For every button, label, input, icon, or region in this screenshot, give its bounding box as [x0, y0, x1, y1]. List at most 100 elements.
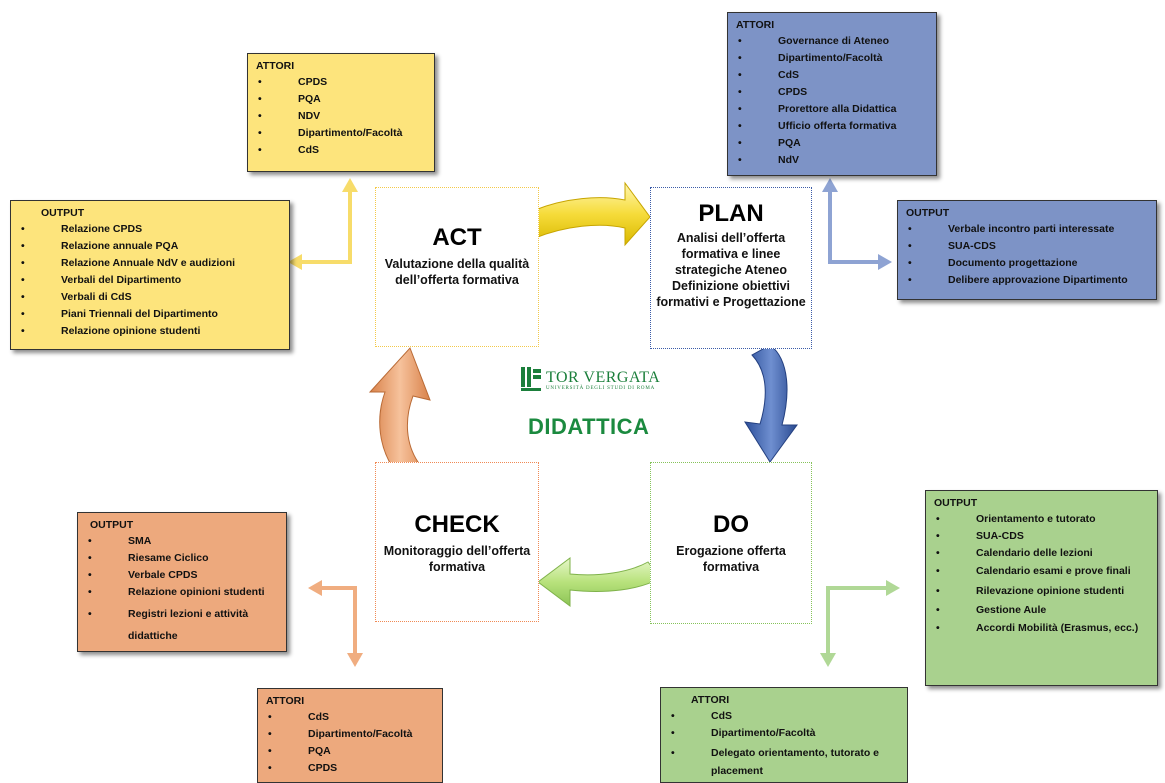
do-attori-box: ATTORI CdS Dipartimento/Facoltà Delegato… — [660, 687, 908, 783]
act-title: ACT — [432, 224, 482, 251]
plan-to-do-arrow — [744, 344, 798, 463]
do-connector-arrowhead-down — [820, 653, 836, 667]
plan-output-list: Verbale incontro parti interessate SUA-C… — [906, 223, 1148, 286]
list-item: Delibere approvazione Dipartimento — [906, 274, 1148, 286]
list-item: CPDS — [266, 762, 434, 774]
list-item: Dipartimento/Facoltà — [256, 127, 426, 139]
tor-vergata-logo-icon — [521, 367, 541, 391]
check-description: Monitoraggio dell’offerta formativa — [383, 544, 531, 574]
list-item: Relazione CPDS — [19, 223, 281, 235]
plan-description: Analisi dell’offerta formativa e linee s… — [656, 231, 806, 309]
list-item: Accordi Mobilità (Erasmus, ecc.) — [934, 621, 1149, 636]
list-item: SUA-CDS — [934, 530, 1149, 542]
act-attori-header: ATTORI — [256, 60, 295, 72]
check-connector-arrowhead-down — [347, 653, 363, 667]
logo-subtitle: UNIVERSITÀ DEGLI STUDI DI ROMA — [546, 386, 655, 391]
act-output-header: OUTPUT — [41, 207, 85, 219]
do-to-check-arrow — [537, 557, 661, 607]
list-item: Relazione Annuale NdV e audizioni — [19, 257, 281, 269]
plan-attori-list: Governance di Ateneo Dipartimento/Facolt… — [736, 35, 928, 166]
list-item: Gestione Aule — [934, 604, 1149, 616]
list-item: PQA — [266, 745, 434, 757]
plan-title: PLAN — [698, 200, 764, 227]
list-item: Relazione annuale PQA — [19, 240, 281, 252]
do-attori-header: ATTORI — [691, 694, 730, 706]
list-item: NDV — [256, 110, 426, 122]
list-item: Dipartimento/Facoltà — [669, 727, 899, 739]
check-title: CHECK — [414, 511, 500, 538]
list-item: Orientamento e tutorato — [934, 513, 1149, 525]
do-output-header: OUTPUT — [934, 497, 978, 509]
act-phase-box: ACT Valutazione della qualità dell’offer… — [375, 187, 539, 347]
act-connector — [300, 190, 352, 264]
plan-output-box: OUTPUT Verbale incontro parti interessat… — [897, 200, 1157, 300]
list-item: Riesame Ciclico — [86, 552, 278, 564]
plan-connector — [828, 190, 880, 264]
list-item: Verbale CPDS — [86, 569, 278, 581]
plan-connector-arrowhead-right — [878, 254, 892, 270]
act-connector-arrowhead-up — [342, 178, 358, 192]
list-item: Delegato orientamento, tutorato e placem… — [669, 744, 899, 780]
check-phase-box: CHECK Monitoraggio dell’offerta formativ… — [375, 462, 539, 622]
plan-output-header: OUTPUT — [906, 207, 950, 219]
do-connector — [826, 586, 888, 655]
act-output-list: Relazione CPDS Relazione annuale PQA Rel… — [19, 223, 281, 337]
list-item: Documento progettazione — [906, 257, 1148, 269]
list-item: PQA — [736, 137, 928, 149]
act-connector-arrowhead-left — [288, 254, 302, 270]
logo-name: TOR VERGATA — [546, 369, 661, 386]
list-item: Registri lezioni e attività didattiche — [86, 603, 278, 647]
act-description: Valutazione della qualità dell’offerta f… — [384, 257, 530, 287]
list-item: CdS — [266, 711, 434, 723]
act-attori-box: ATTORI CPDS PQA NDV Dipartimento/Facoltà… — [247, 53, 435, 172]
act-attori-list: CPDS PQA NDV Dipartimento/Facoltà CdS — [256, 76, 426, 156]
list-item: Prorettore alla Didattica — [736, 103, 928, 115]
check-output-list: SMA Riesame Ciclico Verbale CPDS Relazio… — [86, 535, 278, 647]
list-item: CPDS — [256, 76, 426, 88]
list-item: Relazione opinioni studenti — [86, 586, 278, 598]
do-title: DO — [713, 511, 749, 538]
plan-attori-header: ATTORI — [736, 19, 775, 31]
check-connector-arrowhead-left — [308, 580, 322, 596]
list-item: NdV — [736, 154, 928, 166]
list-item: CdS — [669, 710, 899, 722]
check-to-act-arrow — [368, 347, 431, 469]
didattica-label: DIDATTICA — [528, 414, 650, 439]
list-item: Dipartimento/Facoltà — [266, 728, 434, 740]
list-item: Verbali di CdS — [19, 291, 281, 303]
list-item: Piani Triennali del Dipartimento — [19, 308, 281, 320]
check-output-box: OUTPUT SMA Riesame Ciclico Verbale CPDS … — [77, 512, 287, 652]
list-item: CPDS — [736, 86, 928, 98]
check-output-header: OUTPUT — [90, 519, 134, 531]
do-description: Erogazione offerta formativa — [676, 544, 786, 574]
plan-connector-arrowhead-up — [822, 178, 838, 192]
list-item: PQA — [256, 93, 426, 105]
check-connector — [320, 586, 357, 655]
list-item: Dipartimento/Facoltà — [736, 52, 928, 64]
plan-phase-box: PLAN Analisi dell’offerta formativa e li… — [650, 187, 812, 349]
do-connector-arrowhead-right — [886, 580, 900, 596]
do-phase-box: DO Erogazione offerta formativa — [650, 462, 812, 624]
act-output-box: OUTPUT Relazione CPDS Relazione annuale … — [10, 200, 290, 350]
list-item: CdS — [736, 69, 928, 81]
plan-attori-box: ATTORI Governance di Ateneo Dipartimento… — [727, 12, 937, 176]
act-to-plan-arrow — [534, 181, 651, 247]
list-item: Governance di Ateneo — [736, 35, 928, 47]
check-attori-list: CdS Dipartimento/Facoltà PQA CPDS — [266, 711, 434, 774]
list-item: SMA — [86, 535, 278, 547]
list-item: CdS — [256, 144, 426, 156]
list-item: Ufficio offerta formativa — [736, 120, 928, 132]
list-item: Calendario delle lezioni — [934, 547, 1149, 559]
do-output-list: Orientamento e tutorato SUA-CDS Calendar… — [934, 513, 1149, 636]
check-attori-header: ATTORI — [266, 695, 305, 707]
list-item: Verbale incontro parti interessate — [906, 223, 1148, 235]
do-attori-list: CdS Dipartimento/Facoltà Delegato orient… — [669, 710, 899, 780]
list-item: SUA-CDS — [906, 240, 1148, 252]
list-item: Calendario esami e prove finali — [934, 564, 1149, 579]
list-item: Relazione opinione studenti — [19, 325, 281, 337]
check-attori-box: ATTORI CdS Dipartimento/Facoltà PQA CPDS — [257, 688, 443, 783]
list-item: Verbali del Dipartimento — [19, 274, 281, 286]
list-item: Rilevazione opinione studenti — [934, 584, 1149, 599]
do-output-box: OUTPUT Orientamento e tutorato SUA-CDS C… — [925, 490, 1158, 686]
